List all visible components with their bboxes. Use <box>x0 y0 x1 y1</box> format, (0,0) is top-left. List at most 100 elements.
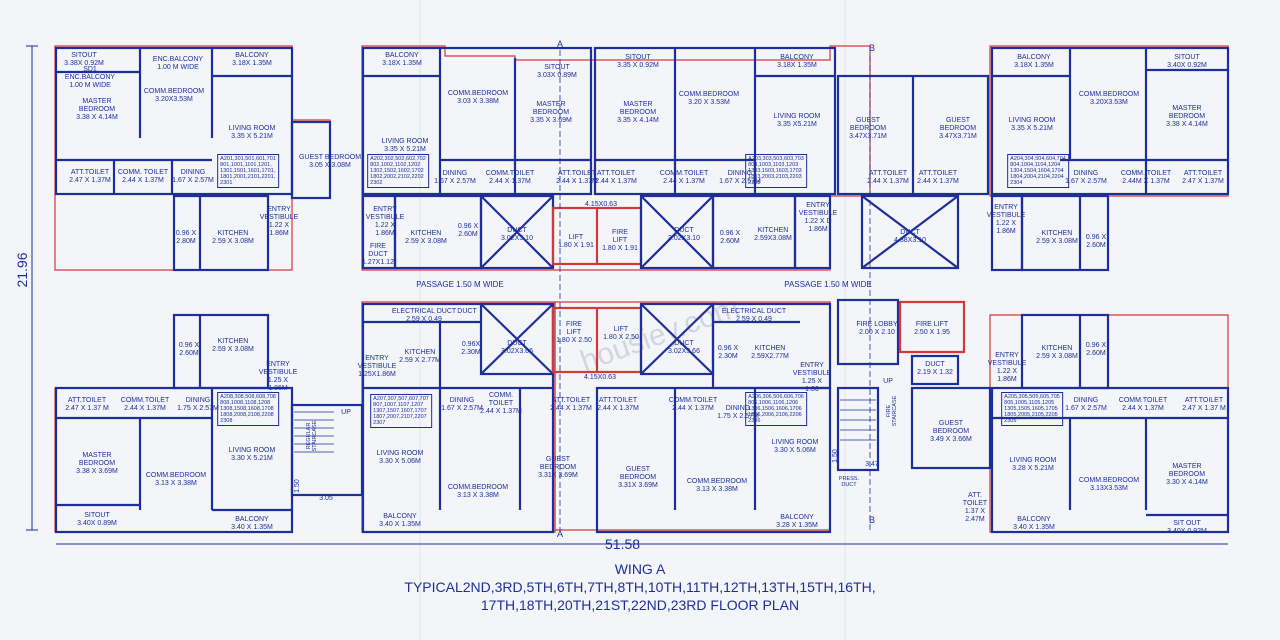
room-label: FIRE LIFT 2.50 X 1.95 <box>914 321 950 336</box>
room-label: KITCHEN 2.59 X 2.77M <box>399 349 441 364</box>
room-label: BALCONY 3.18X 1.35M <box>777 54 817 69</box>
room-label: ATT.TOILET 2.44 X 1.37M <box>556 170 598 185</box>
unit-number-table: A202,302,502,602,702 802,1002,1102,1202 … <box>367 154 429 188</box>
room-label: LIFT 1.80 X 2.50 <box>603 326 639 341</box>
room-label: SITOUT 3.38X 0.92M <box>64 52 104 67</box>
section-a-bottom: A <box>556 529 564 539</box>
room-label: DUCT 3.02X3.66 <box>501 340 533 355</box>
room-label: BALCONY 3.18X 1.35M <box>232 52 272 67</box>
dim-305: 3.05 <box>319 495 333 502</box>
dimension-lines <box>26 45 1228 545</box>
room-label: DINING 1.67 X 2.57M <box>1065 170 1107 185</box>
passage-right: PASSAGE 1.50 M WIDE <box>784 280 872 289</box>
room-label: BALCONY 3.18X 1.35M <box>1014 54 1054 69</box>
section-b-top: B <box>868 43 876 53</box>
room-label: DUCT 2.19 X 1.32 <box>917 361 953 376</box>
room-label: ENTRY VESTIBULE 1.25 X 1.86M <box>258 361 298 392</box>
unit-number-table: A203,303,503,603,703 803,1003,1103,1203 … <box>745 154 807 188</box>
room-label: COMM.BEDROOM 3.13X3.53M <box>1078 477 1140 492</box>
room-label: DINING 1.75 X 2.57M <box>717 405 759 420</box>
section-a-top: A <box>556 39 564 49</box>
room-label: ENTRY VESTIBULE 1.22 X 1.86M <box>365 206 405 237</box>
room-label: DUCT 3.02X3.10 <box>668 227 700 242</box>
room-label: COMM.TOILET 2.44 X 1.37M <box>1118 397 1168 412</box>
floor-plan-title-line1: TYPICAL2ND,3RD,5TH,6TH,7TH,8TH,10TH,11TH… <box>404 579 876 595</box>
room-label: FIRE LOBBY 2.00 X 2.10 <box>856 321 898 336</box>
room-label: ENTRY VESTIBULE 1.22 X 1.86M <box>259 206 299 237</box>
room-label: BALCONY 3.40 X 1.35M <box>231 516 273 531</box>
dim-347: 3.47 <box>865 461 879 468</box>
room-label: ATT.TOILET 2.47 X 1.37M <box>1182 170 1224 185</box>
room-label: COMM. TOILET 2.44M X 1.37M <box>1120 170 1172 185</box>
room-label: MASTER BEDROOM 3.30 X 4.14M <box>1166 463 1208 486</box>
room-label: DUCT <box>457 308 477 315</box>
room-label: COMM. TOILET 2.44 X 1.37M <box>117 169 169 184</box>
room-label: KITCHEN 2.59 X 3.08M <box>405 230 447 245</box>
room-label: LIVING ROOM 3.30 X 5.06M <box>771 439 819 454</box>
room-label: 0.96 X 2.60M <box>457 223 479 238</box>
dim-150b: 1.50 <box>832 449 839 463</box>
room-label: FIRE DUCT 1.27X1.12 <box>362 243 394 266</box>
room-label: ENTRY VESTIBULE 1.22 X 1.86M <box>987 352 1027 383</box>
room-label: 4.15X0.63 <box>585 201 617 208</box>
room-label: COMM.BEDROOM 3.20 X 3.53M <box>678 91 740 106</box>
room-label: SITOUT 3.40X 0.89M <box>77 512 117 527</box>
room-label: COMM. TOILET 2.44 X 1.37M <box>480 392 522 415</box>
room-label: LIVING ROOM 3.35 X5.21M <box>773 113 821 128</box>
room-label: 0.96 X 2.60M <box>719 230 741 245</box>
unit-number-table: A207,307,507,607,707 807,1007,1107,1207 … <box>370 394 432 428</box>
room-label: SITOUT 3.40X 0.92M <box>1167 54 1207 69</box>
room-label: BALCONY 3.40 X 1.35M <box>1013 516 1055 531</box>
passage-left: PASSAGE 1.50 M WIDE <box>416 280 504 289</box>
overall-width-label: 51.58 <box>605 536 641 552</box>
unit-number-table: A205,305,505,605,705 805,1005,1105,1205 … <box>1001 392 1063 426</box>
room-label: ATT.TOILET 2.47 X 1.37M <box>69 169 111 184</box>
room-label: MASTER BEDROOM 3.38 X 3.69M <box>76 452 118 475</box>
room-label: COMM.BEDROOM 3.13 X 3.38M <box>447 484 509 499</box>
room-label: DINING 1.67 X 2.57M <box>172 169 214 184</box>
room-label: LIVING ROOM 3.35 X 5.21M <box>228 125 276 140</box>
room-label: COMM.BEDROOM 3.13 X 3.38M <box>686 478 748 493</box>
room-label: LIFT 1.80 X 1.91 <box>558 234 594 249</box>
room-label: GUEST BEDROOM 3.31X 3.69M <box>618 466 658 489</box>
room-label: LIVING ROOM 3.30 X 5.21M <box>228 447 276 462</box>
room-label: ATT.TOILET 2.44 X 1.37M <box>597 397 639 412</box>
room-label: ELECTRICAL DUCT 2.59 X 0.49 <box>391 308 457 323</box>
room-label: COMM.TOILET 2.44 X 1.37M <box>120 397 170 412</box>
room-label: ENTRY VESTIBULE 1.25 X 1.86 <box>792 362 832 393</box>
room-label: COMM.TOILET 2.44 X 1.37M <box>485 170 535 185</box>
room-label: COMM.BEDROOM 3.20X3.53M <box>1078 91 1140 106</box>
room-label: DINING 1.75 X 2.57M <box>177 397 219 412</box>
room-label: MASTER BEDROOM 3.38 X 4.14M <box>1166 105 1208 128</box>
room-label: GUEST BEDROOM 3.05 X 3.08M <box>298 154 362 169</box>
room-label: ENTRY VESTIBULE 1.22 X 1.86M <box>986 204 1026 235</box>
room-label: LIVING ROOM 3.35 X 5.21M <box>381 138 429 153</box>
room-label: KITCHEN 2.59 X 3.08M <box>212 230 254 245</box>
unit-number-table: A208,308,508,608,708 808,1008,1108,1208 … <box>217 392 279 426</box>
room-label: LIVING ROOM 3.28 X 5.21M <box>1009 457 1057 472</box>
room-label: COMM.BEDROOM 3.20X3.53M <box>143 88 205 103</box>
up-label-left: UP <box>341 409 351 416</box>
room-label: MASTER BEDROOM 3.35 X 4.14M <box>617 101 659 124</box>
room-label: ATT.TOILET 2.44 X 1.37M <box>867 170 909 185</box>
room-label: DUCT 4.38X3.10 <box>894 229 926 244</box>
room-label: 0.96X 2.30M <box>461 341 481 356</box>
section-b-bottom: B <box>868 515 876 525</box>
room-label: FIRE LIFT 1.80 X 2.50 <box>556 321 592 344</box>
room-label: KITCHEN 2.59X2.77M <box>751 345 789 360</box>
room-label: 4.15X0.63 <box>584 374 616 381</box>
room-label: ATT.TOILET 2.44 X 1.37M <box>550 397 592 412</box>
room-label: KITCHEN 2.59 X 3.08M <box>212 338 254 353</box>
room-label: 0.96 X 2.60M <box>1085 234 1107 249</box>
room-label: GUEST BEDROOM 3.47X3.71M <box>849 117 887 140</box>
room-label: KITCHEN 2.59X3.08M <box>754 227 792 242</box>
room-label: SIT OUT 3.40X 0.92M <box>1167 520 1207 535</box>
room-label: ATT.TOILET 2.44 X 1.37M <box>595 170 637 185</box>
fire-staircase-label: FIRE STAIRCASE <box>886 395 898 427</box>
unit-number-table: A204,304,504,604,704 804,1004,1104,1204 … <box>1007 154 1069 188</box>
room-label: GUEST BEDROOM 3.31X 3.69M <box>538 456 578 479</box>
room-label: ATT.TOILET 2.47 X 1.37 M <box>65 397 109 412</box>
room-label: ATT.TOILET 2.44 X 1.37M <box>917 170 959 185</box>
room-label: DUCT 3.02X3.66 <box>668 340 700 355</box>
room-label: ELECTRICAL DUCT 2.59 X 0.49 <box>721 308 787 323</box>
